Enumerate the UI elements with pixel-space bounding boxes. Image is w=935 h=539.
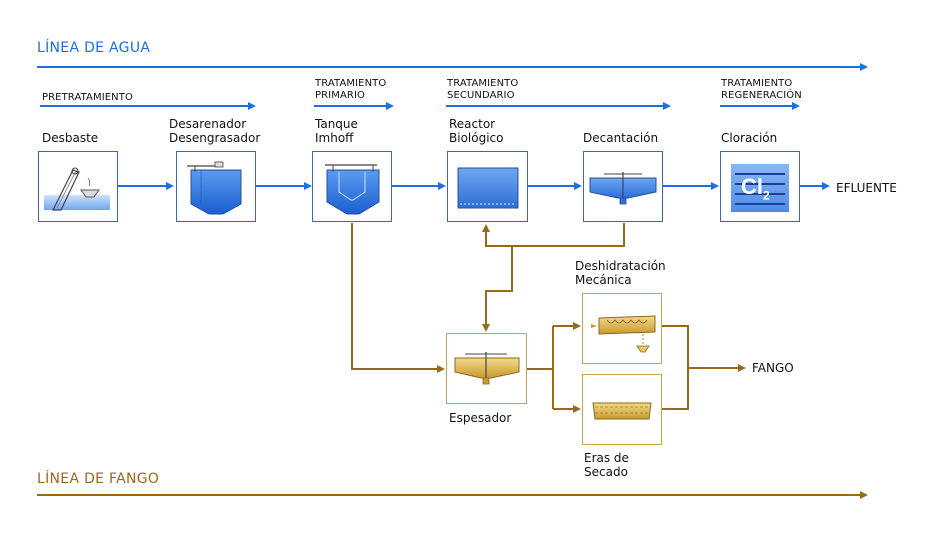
label-tanque: Tanque Imhoff <box>315 117 358 145</box>
imhoff-tank-illustration <box>325 164 380 215</box>
stage-pretreatment: PRETRATAMIENTO <box>42 92 133 103</box>
label-deshidratacion: Deshidratación Mecánica <box>575 259 666 287</box>
deshidratacion-box <box>582 293 662 364</box>
chlorine-symbol: Cl2 <box>741 174 770 203</box>
screw-press-illustration <box>591 315 656 353</box>
output-efluente: EFLUENTE <box>836 181 897 195</box>
label-decantacion: Decantación <box>583 131 659 145</box>
clarifier-illustration <box>589 172 657 205</box>
screen-illustration <box>44 167 110 211</box>
desbaste-box <box>38 151 118 222</box>
label-espesador: Espesador <box>449 411 512 425</box>
bioreactor-illustration <box>457 167 519 209</box>
reactor-box <box>447 151 528 222</box>
thickener-illustration <box>454 352 520 385</box>
stage-secondary: TRATAMIENTO SECUNDARIO <box>447 78 519 101</box>
label-desarenador: Desarenador Desengrasador <box>169 117 261 145</box>
stage-regeneration: TRATAMIENTO REGENERACIÓN <box>721 78 802 101</box>
drying-beds-illustration <box>592 402 652 420</box>
desarenador-box <box>176 151 256 222</box>
espesador-box <box>446 333 527 404</box>
label-desbaste: Desbaste <box>42 131 99 145</box>
chlorination-illustration <box>731 164 789 212</box>
label-eras: Eras de Secado <box>584 451 629 479</box>
output-fango: FANGO <box>752 361 794 375</box>
stage-primary: TRATAMIENTO PRIMARIO <box>315 78 387 101</box>
cloracion-box: Cl2 <box>720 151 800 222</box>
water-line-title: LÍNEA DE AGUA <box>37 40 151 56</box>
label-reactor: Reactor Biológico <box>449 117 504 145</box>
eras-box <box>582 374 662 445</box>
sludge-line-title: LÍNEA DE FANGO <box>37 471 160 487</box>
grit-chamber-illustration <box>187 161 242 215</box>
tanque-imhoff-box <box>312 151 392 222</box>
label-cloracion: Cloración <box>721 131 778 145</box>
decantacion-box <box>583 151 663 222</box>
